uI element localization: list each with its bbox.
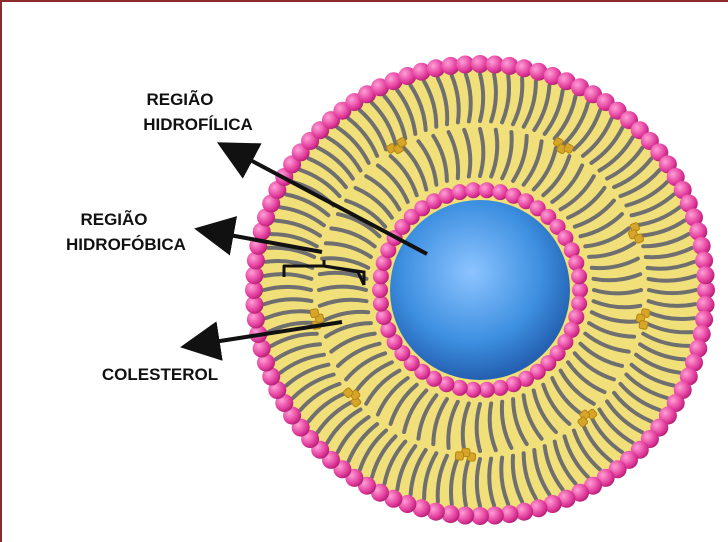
cholesterol-ring [310, 309, 319, 318]
phospholipid-head-icon [697, 266, 715, 284]
phospholipid-head-icon [465, 382, 481, 398]
label-hydrophilic-line2: HIDROFÍLICA [143, 115, 253, 134]
cholesterol-ring [455, 452, 464, 461]
phospholipid-head-icon [568, 255, 584, 271]
phospholipid-head-icon [572, 282, 588, 298]
label-hydrophobic-line1: REGIÃO [80, 209, 147, 229]
phospholipid-head-icon [571, 268, 587, 284]
aqueous-core [390, 200, 570, 380]
phospholipid-head-icon [376, 309, 392, 325]
phospholipid-head-icon [373, 296, 389, 312]
phospholipid-head-icon [492, 380, 508, 396]
label-hydrophobic-line2: HIDROFÓBICA [66, 235, 186, 254]
phospholipid-head-icon [372, 282, 388, 298]
phospholipid-head-icon [571, 296, 587, 312]
label-hydrophilic-line1: REGIÃO [146, 89, 213, 109]
phospholipid-head-icon [479, 182, 495, 198]
phospholipid-head-icon [373, 268, 389, 284]
label-cholesterol: COLESTEROL [102, 365, 218, 384]
phospholipid-head-icon [452, 184, 468, 200]
cholesterol-ring [639, 320, 648, 329]
